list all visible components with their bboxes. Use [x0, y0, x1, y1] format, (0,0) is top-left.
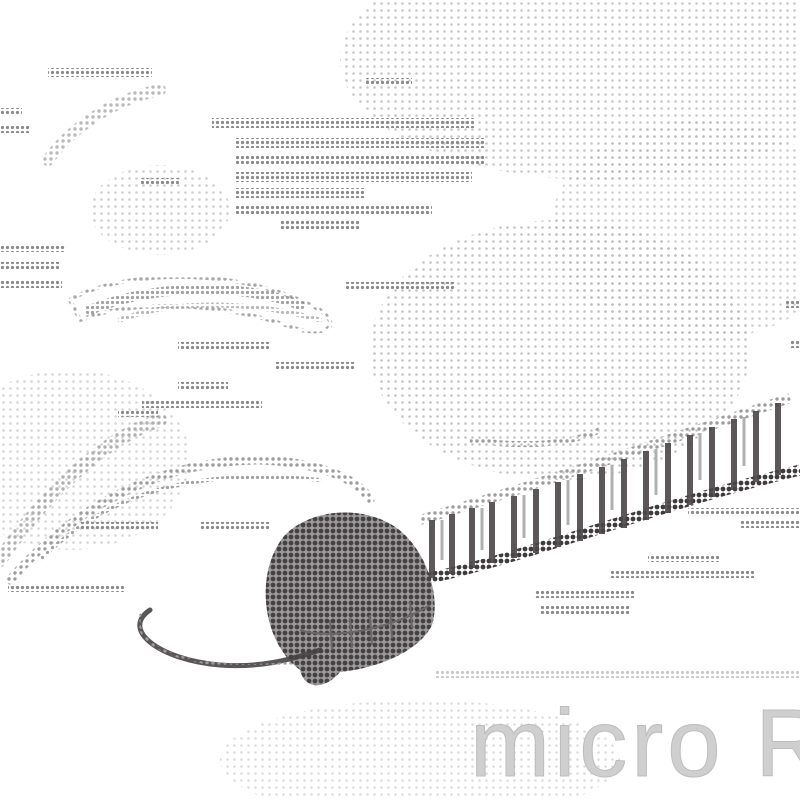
rna-base-rungs: [429, 403, 781, 578]
protein-complex: [265, 512, 435, 686]
watermark-text: micro R: [470, 690, 800, 798]
blurred-text-blocks: [0, 68, 800, 678]
rna-strand: [418, 393, 800, 586]
curved-bands: [42, 84, 333, 334]
